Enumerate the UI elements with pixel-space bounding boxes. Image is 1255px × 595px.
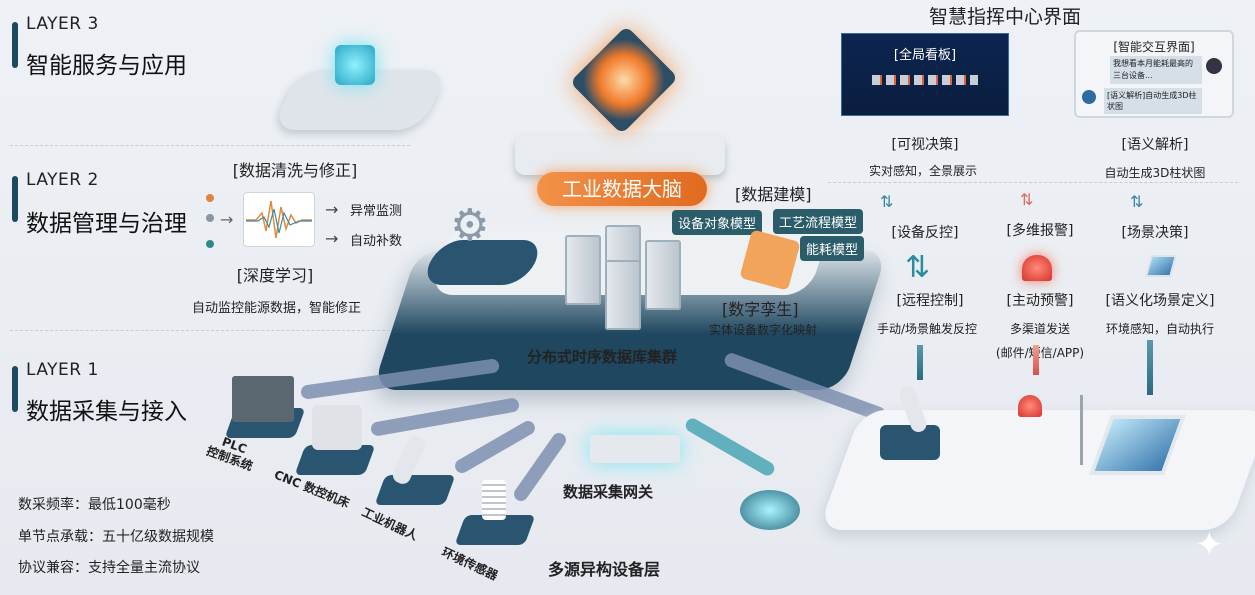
dashboard-label: [全局看板]: [893, 48, 957, 63]
data-pipe: [511, 430, 569, 504]
warning-channels-list: (邮件/短信/APP): [995, 346, 1085, 360]
model-chip: 工艺流程模型: [773, 209, 864, 234]
user-message: 我想看本月能耗最高的三台设备...: [1110, 56, 1202, 84]
digital-twin-label: [数字孪生]: [722, 300, 799, 319]
user-avatar-icon: [1206, 58, 1222, 74]
layer2-marker: [12, 176, 18, 222]
weather-station-icon: [1145, 255, 1177, 277]
semantic-scene-desc: 环境感知，自动执行: [1105, 322, 1214, 336]
warning-channels-desc: 多渠道发送: [1009, 322, 1070, 336]
weather-station-icon: [1080, 395, 1083, 465]
down-arrow-icon: [1033, 345, 1039, 375]
data-pipe: [452, 418, 538, 476]
digital-twin-desc: 实体设备数字化映射: [709, 323, 818, 337]
proactive-warning-label: [主动预警]: [1006, 293, 1074, 309]
brain-cube-icon: [569, 25, 679, 135]
layer1-marker: [12, 366, 18, 412]
server-icon: [645, 240, 681, 310]
bidirectional-arrow-icon: ⇅: [880, 192, 894, 211]
stat-protocol: 协议兼容：支持全量主流协议: [18, 560, 200, 576]
arrow-right-icon: →: [325, 229, 339, 248]
device-control-label: [设备反控]: [891, 225, 959, 241]
layer3-tag: LAYER 3: [26, 14, 99, 34]
layer-divider: [10, 145, 410, 146]
data-modeling-label: [数据建模]: [735, 185, 812, 204]
deep-learning-desc: 自动监控能源数据，智能修正: [192, 301, 362, 316]
gear-icon: ⚙: [450, 200, 490, 251]
robot-label: 工业机器人: [359, 504, 420, 543]
scene-decision-label: [场景决策]: [1121, 225, 1189, 241]
anomaly-detection-label: 异常监测: [350, 204, 403, 219]
alarm-light-icon: [1018, 395, 1042, 417]
environment-sensor-icon: [482, 480, 506, 520]
bot-avatar-icon: [1082, 90, 1096, 104]
robot-arm-base: [880, 425, 940, 460]
arrow-right-icon: →: [220, 210, 234, 229]
data-cleaning-label: [数据清洗与修正]: [232, 161, 358, 180]
layer1-tag: LAYER 1: [26, 360, 99, 380]
input-dot: [206, 214, 214, 222]
remote-control-label: [远程控制]: [896, 293, 964, 309]
layer2-title: 数据管理与治理: [26, 211, 187, 237]
bidirectional-arrow-icon: ⇅: [1020, 190, 1034, 209]
section-divider: [828, 182, 1238, 183]
layer2-tag: LAYER 2: [26, 170, 99, 190]
alarm-light-icon: [1022, 255, 1052, 281]
plc-icon: [232, 376, 294, 422]
chat-interface[interactable]: [智能交互界面] 我想看本月能耗最高的三台设备... [语义解析]自动生成3D柱…: [1074, 30, 1234, 118]
gateway-label: 数据采集网关: [563, 483, 654, 501]
data-pipe: [683, 415, 777, 479]
device-layer-label: 多源异构设备层: [548, 560, 661, 579]
bot-message: [语义解析]自动生成3D柱状图: [1104, 88, 1202, 114]
input-dot: [206, 240, 214, 248]
db-cluster-label: 分布式时序数据库集群: [527, 348, 678, 366]
layer3-title: 智能服务与应用: [26, 53, 187, 79]
brain-badge: 工业数据大脑: [537, 172, 707, 206]
model-chip: 设备对象模型: [672, 210, 763, 235]
stat-frequency: 数采频率：最低100毫秒: [18, 497, 171, 513]
visual-decision-label: [可视决策]: [891, 137, 959, 153]
server-icon: [565, 235, 601, 305]
semantic-parse-label: [语义解析]: [1121, 137, 1189, 153]
brain-base: [515, 135, 725, 175]
down-arrow-icon: [917, 345, 923, 380]
layer-divider: [10, 330, 390, 331]
layer3-marker: [12, 22, 18, 68]
bidirectional-arrow-icon: ⇅: [1130, 192, 1144, 211]
gateway-icon: [590, 435, 680, 463]
stat-capacity: 单节点承载：五十亿级数据规模: [18, 529, 214, 545]
robot-base: [374, 475, 456, 505]
visual-decision-desc: 实对感知，全景展示: [868, 164, 977, 178]
sparkle-icon: ✦: [1195, 525, 1224, 565]
command-center-title: 智慧指挥中心界面: [928, 6, 1081, 28]
remote-control-desc: 手动/场景触发反控: [876, 322, 978, 336]
semantic-parse-desc: 自动生成3D柱状图: [1104, 166, 1206, 180]
server-icon: [605, 260, 641, 330]
production-line-icon: [872, 75, 978, 85]
arrow-right-icon: →: [325, 200, 339, 219]
chat-interface-label: [智能交互界面]: [1113, 40, 1195, 54]
sensor-pad-icon: [740, 490, 800, 530]
multi-alarm-label: [多维报警]: [1006, 223, 1074, 239]
model-chip: 能耗模型: [800, 236, 865, 261]
ai-chip-icon: [335, 45, 375, 85]
sensor-label: 环境传感器: [439, 544, 500, 583]
deep-learning-label: [深度学习]: [236, 266, 314, 285]
dashboard-screen[interactable]: [全局看板]: [841, 33, 1009, 116]
input-dot: [206, 194, 214, 202]
control-arrows-icon: ⇅: [905, 250, 931, 285]
down-arrow-icon: [1147, 340, 1153, 395]
data-pipe: [369, 397, 521, 437]
cnc-machine-icon: [312, 405, 362, 450]
layer1-title: 数据采集与接入: [26, 399, 187, 425]
auto-fill-label: 自动补数: [350, 234, 403, 249]
waveform-chart-icon: [243, 192, 315, 247]
semantic-scene-label: [语义化场景定义]: [1105, 293, 1215, 309]
